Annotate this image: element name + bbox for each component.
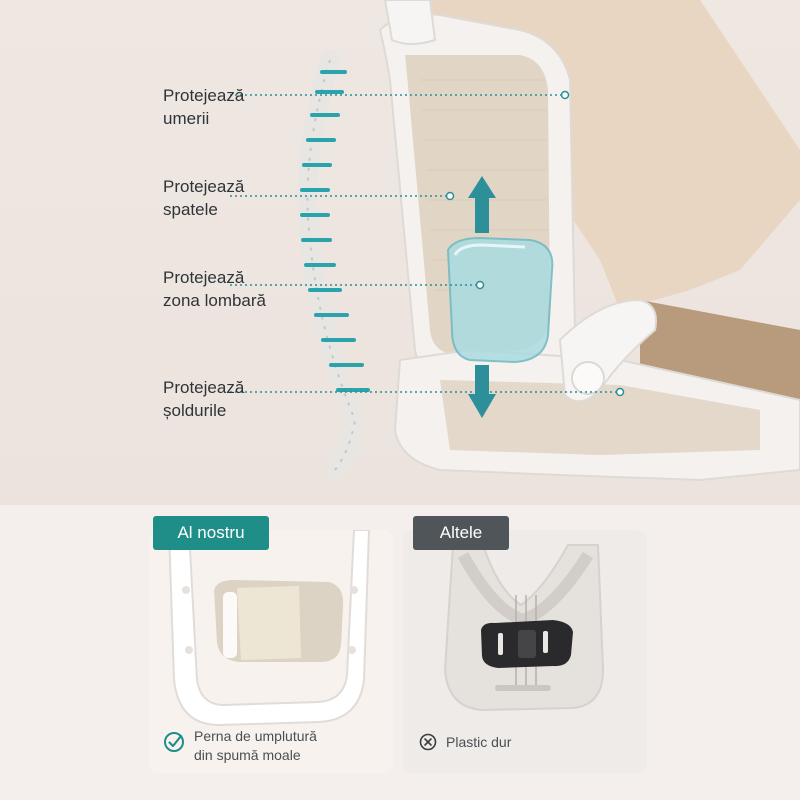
ours-badge: Al nostru [153, 516, 269, 550]
check-circle-icon [164, 732, 184, 752]
comparison-section [0, 505, 800, 800]
callout-label: Protejează [163, 177, 245, 196]
spine-illustration [297, 50, 370, 480]
callout-label: Protejează [163, 86, 245, 105]
callout-hips: Protejează șoldurile [163, 376, 244, 422]
callout-label: umerii [163, 109, 210, 128]
callout-label: Protejează [163, 378, 245, 397]
callout-label: șoldurile [163, 401, 227, 420]
callout-shoulders: Protejează umerii [163, 84, 244, 130]
x-circle-icon [419, 733, 437, 751]
callout-back: Protejează spatele [163, 175, 244, 221]
callout-label: zona lombară [163, 291, 267, 310]
caption-line: Perna de umplutură [194, 728, 317, 744]
ours-caption: Perna de umplutură din spumă moale [194, 727, 317, 765]
other-caption: Plastic dur [446, 734, 512, 750]
ours-panel [149, 529, 393, 773]
chair-and-spine-illustration [230, 0, 800, 482]
caption-line: din spumă moale [194, 747, 301, 763]
other-panel [403, 530, 647, 773]
other-badge: Altele [413, 516, 509, 550]
callout-label: Protejează [163, 268, 245, 287]
hard-plastic-illustration [443, 544, 605, 712]
callout-lumbar: Protejează zona lombară [163, 266, 266, 312]
hero-section: Protejează umerii Protejează spatele Pro… [0, 0, 800, 505]
callout-label: spatele [163, 200, 218, 219]
